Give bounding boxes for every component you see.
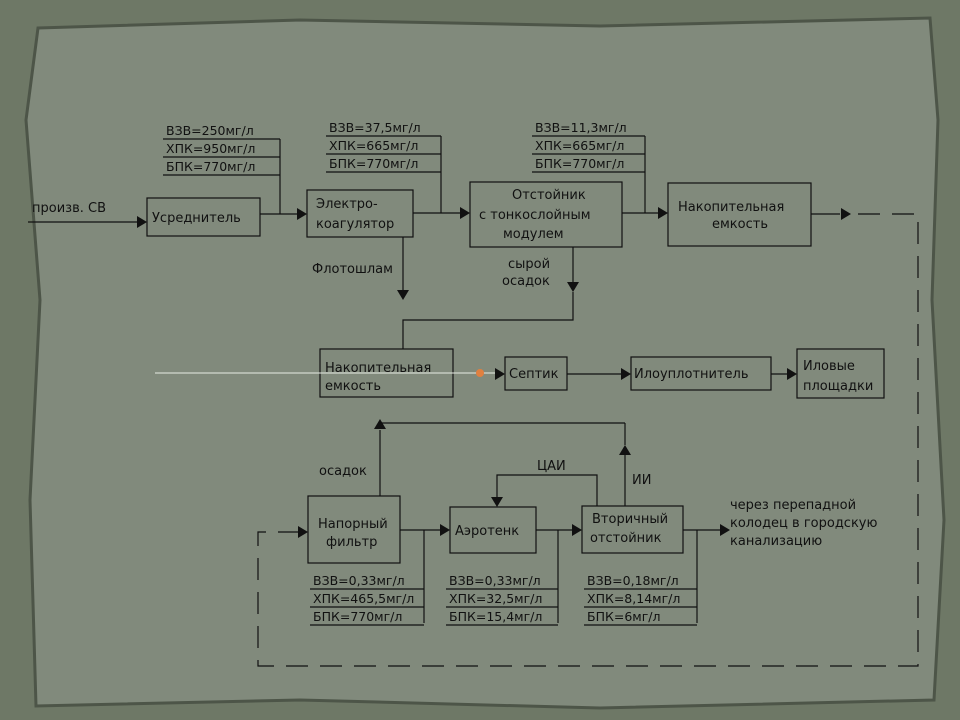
param-6-hpk: ХПК=8,14мг/л xyxy=(587,591,680,606)
arrow-tsai xyxy=(491,497,503,507)
label-output-3: канализацию xyxy=(730,534,822,549)
label-syroi-2: осадок xyxy=(502,274,550,289)
param-2-vzv: ВЗВ=37,5мг/л xyxy=(329,120,421,135)
param-3-hpk: ХПК=665мг/л xyxy=(535,138,624,153)
param-3-vzv: ВЗВ=11,3мг/л xyxy=(535,120,627,135)
block-ilovye-label-2: площадки xyxy=(803,379,873,394)
dashed-return-line xyxy=(257,213,919,667)
block-electro-label-2: коагулятор xyxy=(316,217,394,232)
param-6-vzv: ВЗВ=0,18мг/л xyxy=(587,573,679,588)
label-output-2: колодец в городскую xyxy=(730,516,878,531)
param-5-hpk: ХПК=32,5мг/л xyxy=(449,591,542,606)
block-filtr-label-1: Напорный xyxy=(318,517,388,532)
arrow-aero-vtorich xyxy=(572,524,582,536)
arrow-iloupl-ilovye xyxy=(787,368,797,380)
param-4-hpk: ХПК=465,5мг/л xyxy=(313,591,414,606)
line-tsai-loop xyxy=(496,474,598,506)
block-nakop2-label-2: емкость xyxy=(325,379,381,394)
arrow-into-filtr xyxy=(298,526,308,538)
param-3-bpk: БПК=770мг/л xyxy=(535,156,624,171)
arrow-input xyxy=(137,216,147,228)
block-ilovye xyxy=(796,348,885,399)
block-otstoinik xyxy=(469,181,623,248)
label-ii: ИИ xyxy=(632,473,651,488)
arrow-filtr-up xyxy=(374,419,386,429)
params-table-5: ВЗВ=0,33мг/л ХПК=32,5мг/л БПК=15,4мг/л xyxy=(446,530,559,626)
params-table-3: ВЗВ=11,3мг/л ХПК=665мг/л БПК=770мг/л xyxy=(532,120,646,213)
arrow-to-septik xyxy=(495,368,505,380)
block-aerotenk-label: Аэротенк xyxy=(455,524,519,539)
block-nakop2-label-1: Накопительная xyxy=(325,361,431,376)
board-background xyxy=(24,16,946,710)
arrow-otst-down xyxy=(567,282,579,292)
param-5-vzv: ВЗВ=0,33мг/л xyxy=(449,573,541,588)
arrow-otst-nakop xyxy=(658,207,668,219)
param-5-bpk: БПК=15,4мг/л xyxy=(449,609,542,624)
arrow-usr-electro xyxy=(297,208,307,220)
param-6-bpk: БПК=6мг/л xyxy=(587,609,660,624)
params-table-4: ВЗВ=0,33мг/л ХПК=465,5мг/л БПК=770мг/л xyxy=(310,530,425,626)
arrow-septik-iloupl xyxy=(621,368,631,380)
block-vtorich-label-2: отстойник xyxy=(590,531,662,546)
block-otstoinik-label-2: с тонкослойным xyxy=(479,208,591,223)
arrow-vtorich-out xyxy=(720,524,730,536)
block-otstoinik-label-1: Отстойник xyxy=(512,188,586,203)
param-1-bpk: БПК=770мг/л xyxy=(166,159,255,174)
arrow-electro-otst xyxy=(460,207,470,219)
params-table-6: ВЗВ=0,18мг/л ХПК=8,14мг/л БПК=6мг/л xyxy=(584,530,698,626)
block-vtorich-label-1: Вторичный xyxy=(592,512,668,527)
param-1-vzv: ВЗВ=250мг/л xyxy=(166,123,254,138)
block-nakop1-label-1: Накопительная xyxy=(678,200,784,215)
arrow-filtr-aero xyxy=(440,524,450,536)
block-electro-label-1: Электро- xyxy=(316,197,378,212)
param-2-hpk: ХПК=665мг/л xyxy=(329,138,418,153)
block-otstoinik-label-3: модулем xyxy=(503,227,564,242)
param-4-vzv: ВЗВ=0,33мг/л xyxy=(313,573,405,588)
label-osadok: осадок xyxy=(319,464,367,479)
param-4-bpk: БПК=770мг/л xyxy=(313,609,402,624)
block-usrednitel xyxy=(146,197,261,237)
label-output-1: через перепадной xyxy=(730,498,856,513)
params-table-1: ВЗВ=250мг/л ХПК=950мг/л БПК=770мг/л xyxy=(163,123,281,214)
block-ilovye-label-1: Иловые xyxy=(803,359,855,374)
block-nakop1-label-2: емкость xyxy=(712,217,768,232)
param-1-hpk: ХПК=950мг/л xyxy=(166,141,255,156)
arrow-vtorich-up xyxy=(619,445,631,455)
line-sludge-collector xyxy=(402,292,574,349)
label-flotoshlam: Флотошлам xyxy=(312,262,393,277)
label-tsai: ЦАИ xyxy=(537,459,566,474)
block-usrednitel-label: Усреднитель xyxy=(152,211,241,226)
arrow-electro-down xyxy=(397,290,409,300)
label-syroi-1: сырой xyxy=(508,257,550,272)
block-septik-label: Септик xyxy=(509,367,559,382)
block-iloupl-label: Илоуплотнитель xyxy=(634,367,749,382)
input-label: произв. СВ xyxy=(32,201,106,216)
orange-marker xyxy=(476,369,484,377)
arrow-nakop1-out xyxy=(841,208,851,220)
param-2-bpk: БПК=770мг/л xyxy=(329,156,418,171)
block-filtr-label-2: фильтр xyxy=(326,535,377,550)
params-table-2: ВЗВ=37,5мг/л ХПК=665мг/л БПК=770мг/л xyxy=(326,120,442,213)
